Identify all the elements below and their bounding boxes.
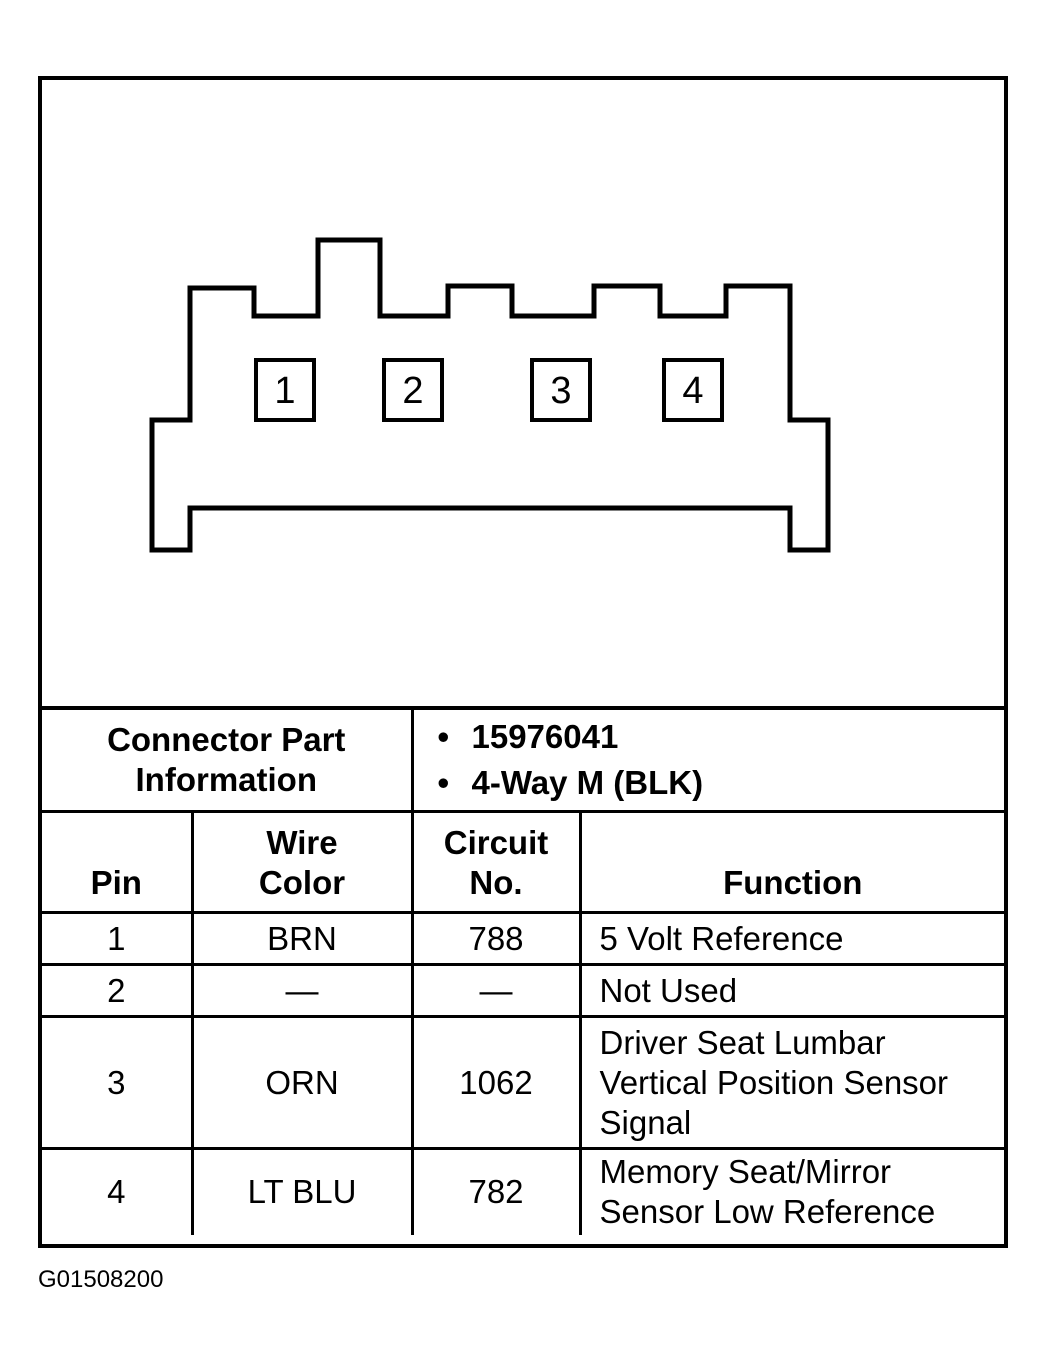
connector-illustration: 1 2 3 4 (42, 80, 1004, 706)
connector-info-row: Connector Part Information 15976041 4-Wa… (42, 706, 1005, 813)
row-circuit: 1062 (410, 1015, 582, 1150)
row-pin: 3 (42, 1015, 194, 1150)
table-row: 4 LT BLU 782 Memory Seat/Mirror Sensor L… (42, 1147, 1005, 1235)
header-function: Function (578, 810, 1005, 914)
row-function: Not Used (578, 963, 1005, 1018)
connector-part-number: 15976041 (438, 714, 1005, 760)
table-row: 2 — — Not Used (42, 963, 1005, 1018)
row-pin: 2 (42, 963, 194, 1018)
row-pin: 1 (42, 911, 194, 966)
row-function: 5 Volt Reference (578, 911, 1005, 966)
pin-cavity-3: 3 (530, 358, 592, 422)
connector-info-label: Connector Part Information (42, 706, 414, 813)
pinout-table: Connector Part Information 15976041 4-Wa… (42, 706, 1005, 1235)
row-function: Memory Seat/Mirror Sensor Low Reference (578, 1147, 1005, 1235)
connector-info-values: 15976041 4-Way M (BLK) (410, 706, 1005, 813)
table-header-row: Pin Wire Color Circuit No. Function (42, 810, 1005, 914)
row-pin: 4 (42, 1147, 194, 1235)
row-circuit: 782 (410, 1147, 582, 1235)
pin-cavity-1: 1 (254, 358, 316, 422)
pin-number-3: 3 (550, 370, 571, 412)
pin-number-4: 4 (682, 370, 703, 412)
header-wire-color: Wire Color (190, 810, 414, 914)
pin-number-2: 2 (402, 370, 423, 412)
table-row: 3 ORN 1062 Driver Seat Lumbar Vertical P… (42, 1015, 1005, 1150)
row-wire-color: ORN (190, 1015, 414, 1150)
header-circuit-no: Circuit No. (410, 810, 582, 914)
row-wire-color: LT BLU (190, 1147, 414, 1235)
table-row: 1 BRN 788 5 Volt Reference (42, 911, 1005, 966)
row-wire-color: BRN (190, 911, 414, 966)
row-circuit: 788 (410, 911, 582, 966)
connector-body-outline (149, 237, 831, 553)
pin-cavity-2: 2 (382, 358, 444, 422)
pin-cavity-4: 4 (662, 358, 724, 422)
connector-outline: 1 2 3 4 (149, 237, 831, 553)
row-circuit: — (410, 963, 582, 1018)
connector-description: 4-Way M (BLK) (438, 760, 1005, 806)
connector-diagram-frame: 1 2 3 4 Connector Part Information (38, 76, 1008, 1248)
header-pin: Pin (42, 810, 194, 914)
row-function: Driver Seat Lumbar Vertical Position Sen… (578, 1015, 1005, 1150)
row-wire-color: — (190, 963, 414, 1018)
pin-number-1: 1 (274, 370, 295, 412)
document-id: G01508200 (38, 1266, 164, 1293)
